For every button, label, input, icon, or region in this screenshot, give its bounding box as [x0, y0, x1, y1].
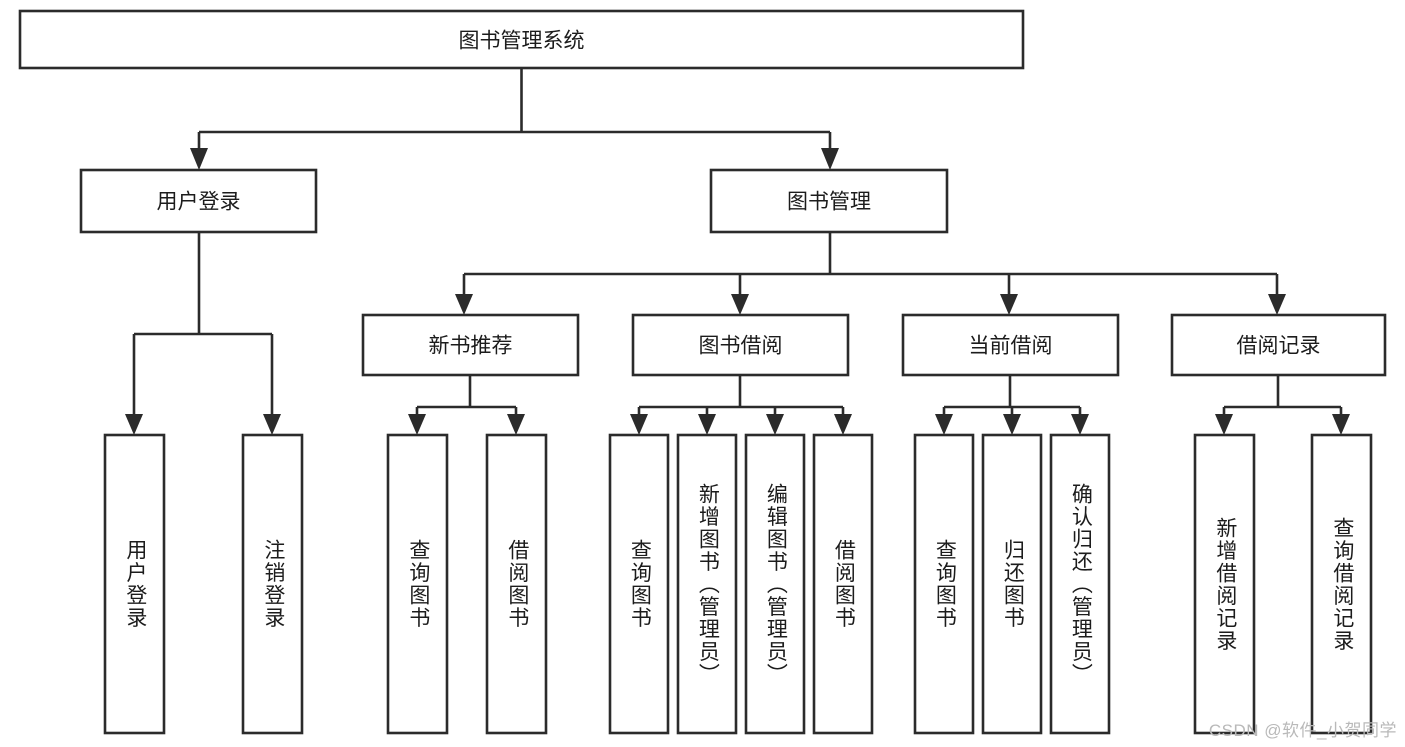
connector-book-borrow-to-leaves — [630, 375, 852, 435]
watermark-text: CSDN @软件_小贺同学 — [1208, 721, 1397, 740]
leaf-borrow-book-rec[interactable] — [485, 433, 548, 735]
connector-root-to-level2 — [190, 68, 839, 170]
node-book-management-label: 图书管理 — [787, 191, 871, 214]
leaf-query-book-cur[interactable] — [913, 433, 975, 735]
connector-current-borrow-to-leaves — [935, 375, 1089, 435]
node-current-borrow-label: 当前借阅 — [969, 335, 1053, 358]
leaf-return-book[interactable] — [981, 433, 1043, 735]
leaf-user-login[interactable] — [103, 433, 166, 735]
connector-book-mgmt-to-level3 — [455, 232, 1286, 315]
leaf-logout[interactable] — [241, 433, 304, 735]
leaf-edit-book[interactable] — [744, 433, 806, 735]
leaf-box-group — [103, 433, 1373, 735]
connector-user-login-to-leaves — [125, 232, 281, 435]
node-borrow-record-label: 借阅记录 — [1237, 335, 1321, 358]
leaf-query-record[interactable] — [1310, 433, 1373, 735]
node-new-book-recommend[interactable]: 新书推荐 — [361, 313, 580, 377]
connector-borrow-record-to-leaves — [1215, 375, 1350, 435]
node-root-label: 图书管理系统 — [459, 30, 585, 53]
node-book-borrow-label: 图书借阅 — [699, 335, 783, 358]
leaf-add-book[interactable] — [676, 433, 738, 735]
leaf-query-book[interactable] — [608, 433, 670, 735]
node-user-login-label: 用户登录 — [157, 191, 241, 214]
node-user-login[interactable]: 用户登录 — [79, 168, 318, 234]
node-book-borrow[interactable]: 图书借阅 — [631, 313, 850, 377]
node-book-management[interactable]: 图书管理 — [709, 168, 949, 234]
node-current-borrow[interactable]: 当前借阅 — [901, 313, 1120, 377]
leaf-confirm-return[interactable] — [1049, 433, 1111, 735]
leaf-query-book-rec[interactable] — [386, 433, 449, 735]
connector-new-book-rec-to-leaves — [408, 375, 525, 435]
node-new-book-recommend-label: 新书推荐 — [429, 335, 513, 358]
node-borrow-record[interactable]: 借阅记录 — [1170, 313, 1387, 377]
node-root[interactable]: 图书管理系统 — [18, 9, 1025, 70]
leaf-borrow-book[interactable] — [812, 433, 874, 735]
leaf-add-record[interactable] — [1193, 433, 1256, 735]
